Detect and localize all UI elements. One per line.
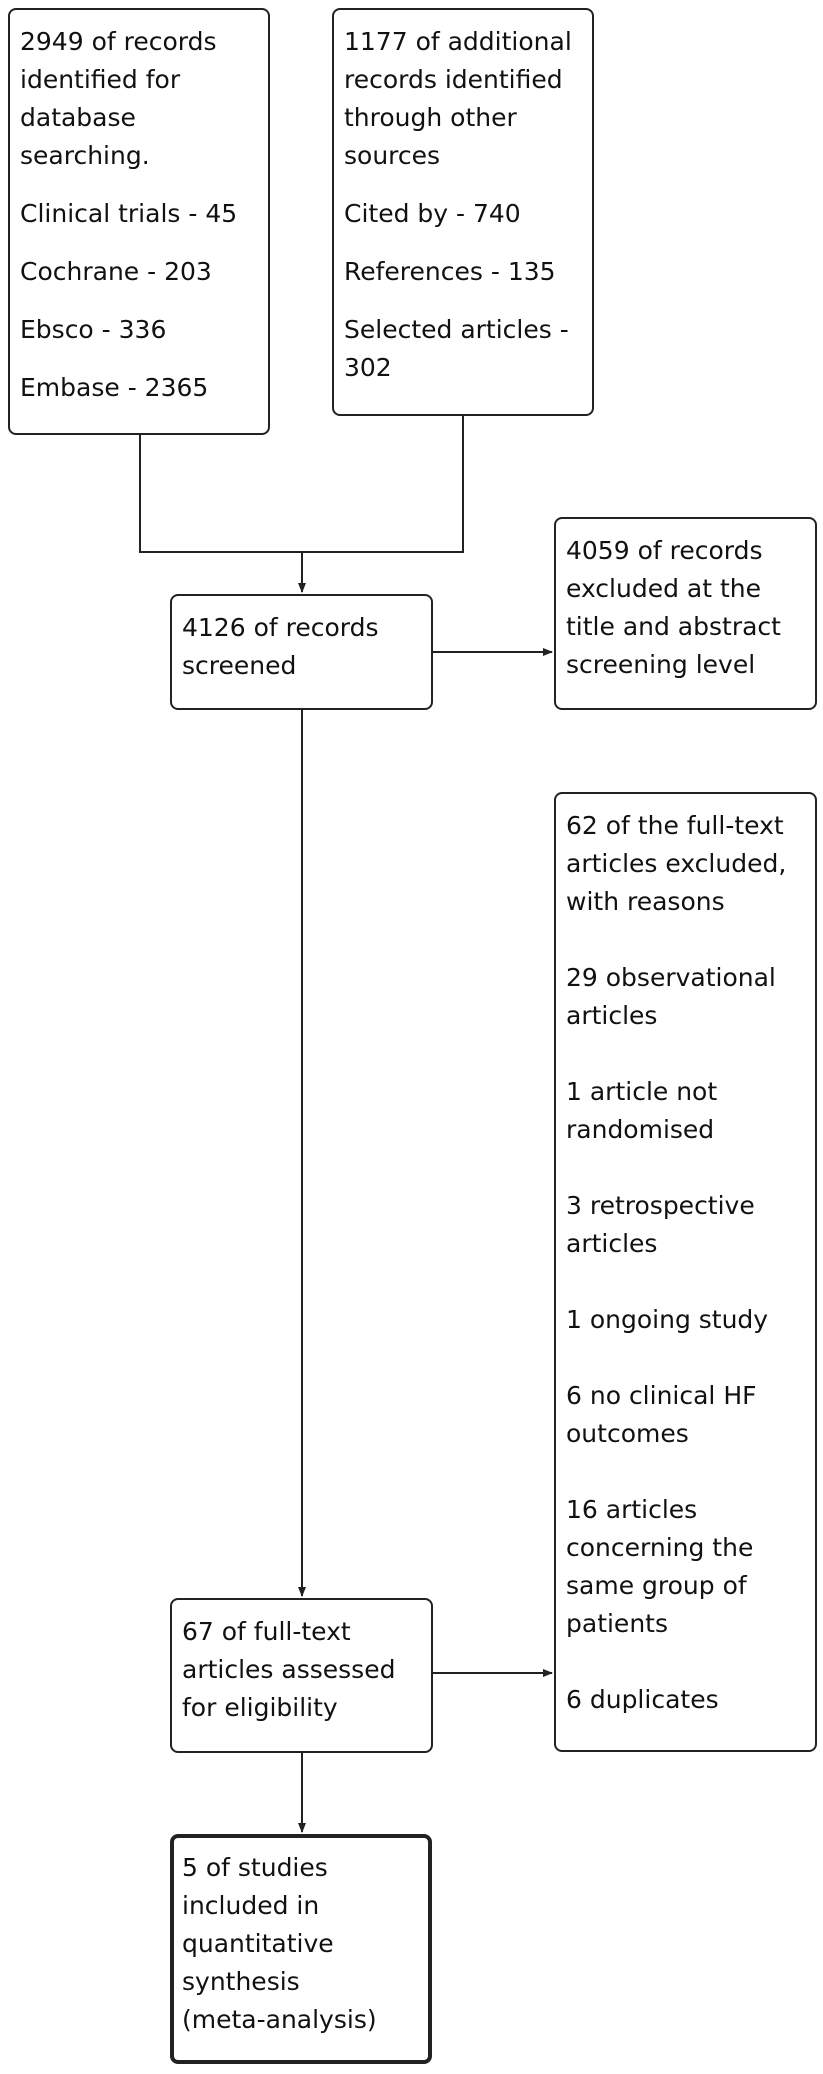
other-sources-line: sources (344, 141, 441, 170)
full-text-assessed-line: for eligibility (182, 1693, 338, 1722)
excluded-title-abstract-line: title and abstract (566, 612, 781, 641)
exclusion-reason-same-patients: concerning the (566, 1533, 754, 1562)
other-sources-line: records identified (344, 65, 563, 94)
excluded-title-abstract-line: excluded at the (566, 574, 761, 603)
included-line: included in (182, 1891, 320, 1920)
records-excluded-box: 4059 of records excluded at the title an… (554, 517, 817, 710)
exclusion-reason-not-randomised: randomised (566, 1115, 715, 1144)
excluded-title-abstract-line: screening level (566, 650, 756, 679)
full-text-excluded-header: 62 of the full-text (566, 811, 784, 840)
database-search-box: 2949 of records identified for database … (8, 8, 270, 435)
exclusion-reason-retrospective: articles (566, 1229, 658, 1258)
database-source-ebsco: Ebsco - 336 (20, 315, 167, 344)
exclusion-reason-no-hf-outcomes: outcomes (566, 1419, 689, 1448)
excluded-title-abstract-line: 4059 of records (566, 536, 763, 565)
exclusion-reason-same-patients: patients (566, 1609, 668, 1638)
database-search-line: 2949 of records (20, 27, 217, 56)
screened-line: screened (182, 651, 297, 680)
database-search-line: searching. (20, 141, 150, 170)
studies-included-box: 5 of studies included in quantitative sy… (170, 1834, 432, 2064)
exclusion-reason-observational: 29 observational (566, 963, 776, 992)
connector-other-to-merge (302, 414, 464, 553)
exclusion-reason-same-patients: same group of (566, 1571, 747, 1600)
full-text-excluded-header: with reasons (566, 887, 725, 916)
exclusion-reason-no-hf-outcomes: 6 no clinical HF (566, 1381, 757, 1410)
exclusion-reason-retrospective: 3 retrospective (566, 1191, 755, 1220)
other-sources-line: through other (344, 103, 517, 132)
database-search-line: database (20, 103, 136, 132)
database-source-clinical-trials: Clinical trials - 45 (20, 199, 238, 228)
included-line: 5 of studies (182, 1853, 328, 1882)
full-text-excluded-box: 62 of the full-text articles excluded, w… (554, 792, 817, 1752)
included-line: quantitative (182, 1929, 334, 1958)
exclusion-reason-same-patients: 16 articles (566, 1495, 698, 1524)
records-screened-box: 4126 of records screened (170, 594, 433, 710)
full-text-assessed-line: articles assessed (182, 1655, 396, 1684)
other-sources-box: 1177 of additional records identified th… (332, 8, 594, 416)
full-text-assessed-box: 67 of full-text articles assessed for el… (170, 1598, 433, 1753)
screened-line: 4126 of records (182, 613, 379, 642)
database-search-line: identified for (20, 65, 181, 94)
included-line: synthesis (182, 1967, 300, 1996)
other-source-selected-articles: Selected articles - (344, 315, 569, 344)
full-text-excluded-header: articles excluded, (566, 849, 787, 878)
database-source-cochrane: Cochrane - 203 (20, 257, 212, 286)
exclusion-reason-observational: articles (566, 1001, 658, 1030)
exclusion-reason-not-randomised: 1 article not (566, 1077, 718, 1106)
exclusion-reason-duplicates: 6 duplicates (566, 1685, 719, 1714)
other-source-selected-articles-count: 302 (344, 353, 392, 382)
connector-database-to-merge (139, 433, 302, 553)
exclusion-reason-ongoing: 1 ongoing study (566, 1305, 769, 1334)
other-source-references: References - 135 (344, 257, 556, 286)
database-source-embase: Embase - 2365 (20, 373, 209, 402)
full-text-assessed-line: 67 of full-text (182, 1617, 351, 1646)
included-line: (meta-analysis) (182, 2005, 377, 2034)
other-source-cited-by: Cited by - 740 (344, 199, 521, 228)
other-sources-line: 1177 of additional (344, 27, 572, 56)
